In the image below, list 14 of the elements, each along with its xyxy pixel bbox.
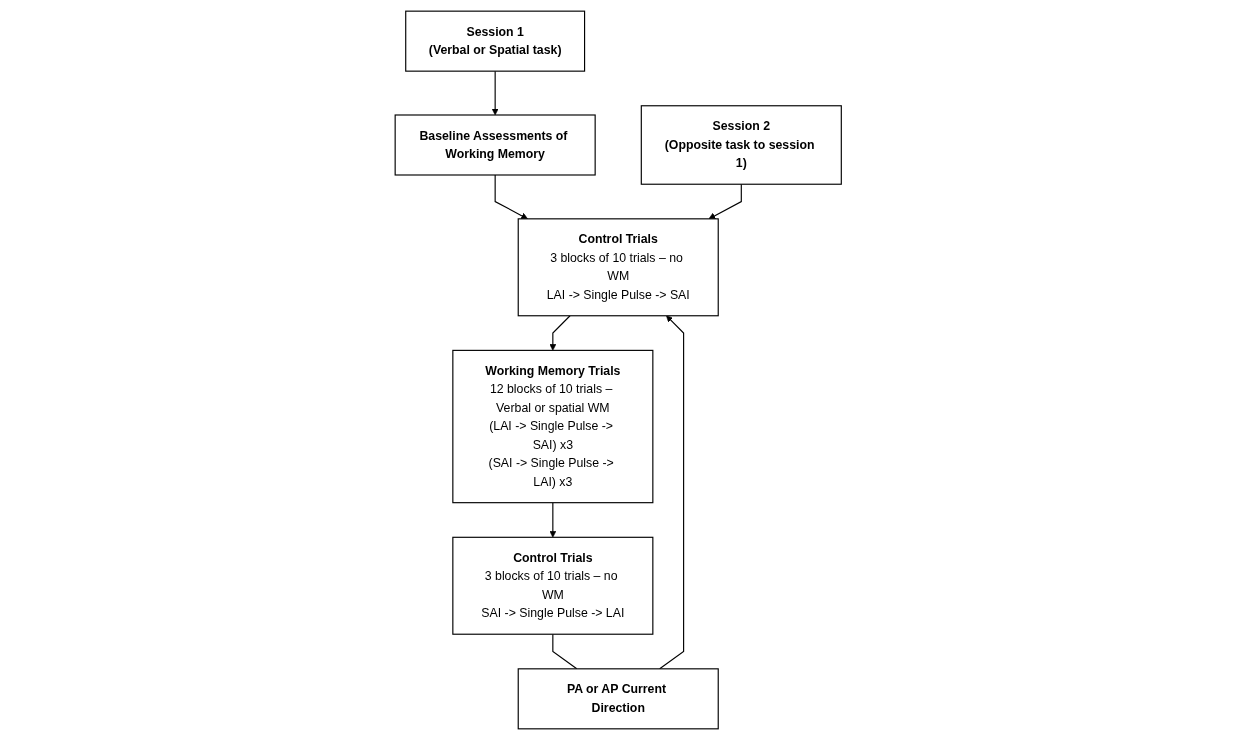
node-box: Control Trials 3 blocks of 10 trials – no WM LAI -> Single Pulse -> SAI [517, 218, 720, 317]
arrow [492, 70, 499, 116]
node-box: PA or AP Current Direction [517, 668, 720, 730]
node-box: Working Memory Trials 12 blocks of 10 trials – Verbal or spatial WM (LAI -> Single Pulse -> SAI) x3 (SAI -> Single Pulse -> LAI) x3 [452, 349, 654, 504]
connector [552, 633, 578, 670]
node-box: Session 2 (Opposite task to session 1) [641, 105, 843, 185]
arrow [549, 502, 557, 538]
node-box: Control Trials 3 blocks of 10 trials – no WM SAI -> Single Pulse -> LAI [452, 536, 654, 635]
arrow [708, 183, 743, 220]
arrow [549, 315, 571, 351]
node-box: Session 1 (Verbal or Spatial task) [405, 10, 586, 72]
node-box: Baseline Assessments of Working Memory [394, 114, 596, 176]
arrow [494, 174, 529, 220]
arrow [659, 315, 685, 670]
